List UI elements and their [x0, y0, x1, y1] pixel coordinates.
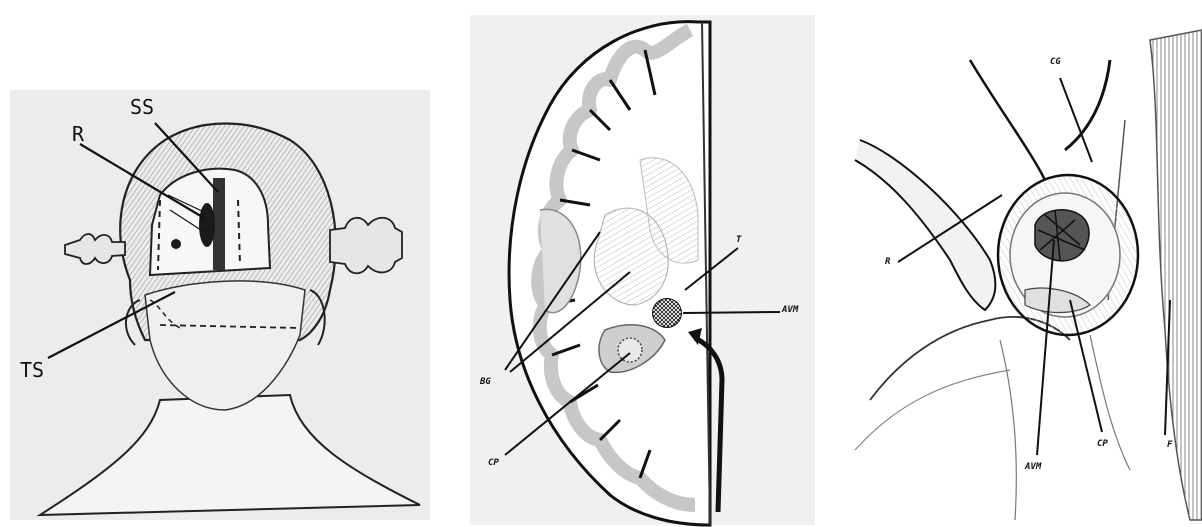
falx — [1150, 30, 1202, 520]
leader-avm — [683, 312, 780, 313]
cingulate-gyrus-curve-2 — [1065, 60, 1110, 150]
label-cg: CG — [1050, 58, 1061, 67]
label-r: R — [885, 258, 890, 267]
lower-contour — [1000, 340, 1016, 520]
choroid-plexus — [618, 338, 642, 362]
retractor-blade — [199, 203, 215, 247]
label-avm: AVM — [1025, 463, 1041, 472]
label-cp: CP — [488, 459, 499, 468]
cingulate-gyrus-curve-1 — [970, 60, 1045, 180]
brain-section-illustration — [440, 0, 840, 527]
panel-head-posterior-view: SS R TS — [0, 0, 440, 527]
retractor-shading — [855, 370, 1010, 450]
avm-lesion-pattern — [653, 299, 681, 327]
label-f: F — [1167, 441, 1172, 450]
avm-nidus — [1035, 210, 1089, 261]
panel-operative-view: CG R AVM CP F — [840, 0, 1202, 527]
operative-view-illustration — [840, 0, 1202, 527]
marker-dot — [171, 239, 181, 249]
head-illustration — [0, 0, 440, 527]
label-bg: BG — [480, 378, 491, 387]
label-ts: TS — [20, 360, 44, 380]
retractor-blade — [855, 140, 995, 310]
lower-contour-2 — [1090, 335, 1130, 470]
label-avm: AVM — [782, 306, 798, 315]
panel-coronal-brain-section: T AVM BG CP — [440, 0, 840, 527]
label-ss: SS — [130, 97, 154, 117]
label-cp: CP — [1097, 440, 1108, 449]
label-r: R — [72, 124, 84, 144]
label-t: T — [736, 236, 741, 245]
